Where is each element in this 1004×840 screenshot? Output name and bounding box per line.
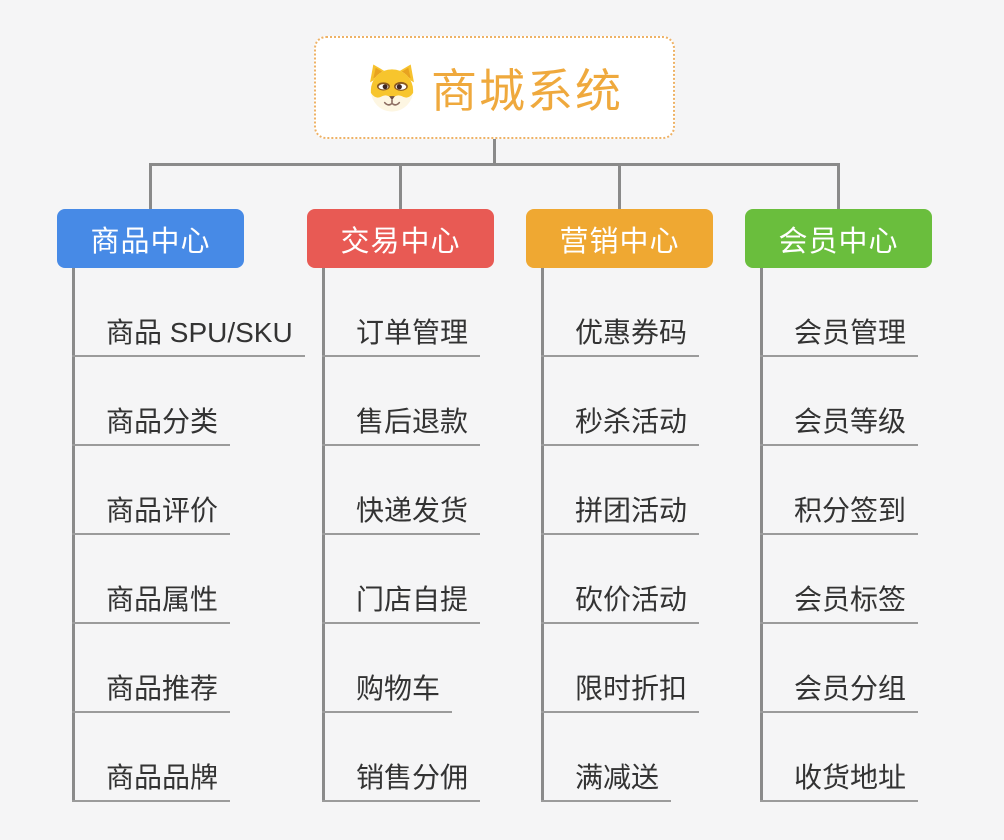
- tree-item[interactable]: 限时折扣: [541, 668, 700, 713]
- connector-drop-trade: [399, 163, 402, 210]
- connector-root-stub: [493, 139, 496, 166]
- tree-item[interactable]: 商品评价: [72, 490, 231, 535]
- tree-item[interactable]: 商品 SPU/SKU: [72, 312, 305, 357]
- tree-item[interactable]: 商品分类: [72, 401, 231, 446]
- tree-item[interactable]: 售后退款: [322, 401, 481, 446]
- tree-item[interactable]: 拼团活动: [541, 490, 700, 535]
- branch-box-trade-center[interactable]: 交易中心: [307, 209, 494, 268]
- root-title: 商城系统: [431, 64, 623, 117]
- tree-item[interactable]: 会员管理: [760, 312, 919, 357]
- dog-mascot-icon: [370, 63, 414, 112]
- branch-trunk: [760, 268, 763, 802]
- tree-item[interactable]: 订单管理: [322, 312, 481, 357]
- branch-member-center: 会员中心 会员管理 会员等级 积分签到 会员标签 会员分组 收货地址: [745, 0, 932, 840]
- tree-item[interactable]: 会员分组: [760, 668, 919, 713]
- tree-item[interactable]: 会员标签: [760, 579, 919, 624]
- tree-item[interactable]: 销售分佣: [322, 757, 481, 802]
- tree-item[interactable]: 优惠券码: [541, 312, 700, 357]
- connector-horizontal: [150, 163, 840, 166]
- branch-box-marketing-center[interactable]: 营销中心: [526, 209, 713, 268]
- branch-trade-center: 交易中心 订单管理 售后退款 快递发货 门店自提 购物车 销售分佣: [307, 0, 494, 840]
- branch-marketing-center: 营销中心 优惠券码 秒杀活动 拼团活动 砍价活动 限时折扣 满减送: [526, 0, 713, 840]
- branch-box-member-center[interactable]: 会员中心: [745, 209, 932, 268]
- branch-trunk: [322, 268, 325, 802]
- branch-box-product-center[interactable]: 商品中心: [57, 209, 244, 268]
- tree-item[interactable]: 商品品牌: [72, 757, 231, 802]
- tree-item[interactable]: 购物车: [322, 668, 453, 713]
- branch-trunk: [541, 268, 544, 802]
- branch-product-center: 商品中心 商品 SPU/SKU 商品分类 商品评价 商品属性 商品推荐 商品品牌: [57, 0, 305, 840]
- tree-item[interactable]: 砍价活动: [541, 579, 700, 624]
- connector-drop-product: [149, 163, 152, 210]
- tree-item[interactable]: 积分签到: [760, 490, 919, 535]
- connector-drop-member: [837, 163, 840, 210]
- tree-item[interactable]: 商品属性: [72, 579, 231, 624]
- tree-item[interactable]: 快递发货: [322, 490, 481, 535]
- branch-items: 订单管理 售后退款 快递发货 门店自提 购物车 销售分佣: [322, 312, 481, 802]
- tree-item[interactable]: 满减送: [541, 757, 672, 802]
- connector-drop-marketing: [618, 163, 621, 210]
- tree-item[interactable]: 商品推荐: [72, 668, 231, 713]
- tree-item[interactable]: 收货地址: [760, 757, 919, 802]
- branch-items: 会员管理 会员等级 积分签到 会员标签 会员分组 收货地址: [760, 312, 919, 802]
- tree-item[interactable]: 秒杀活动: [541, 401, 700, 446]
- tree-item[interactable]: 会员等级: [760, 401, 919, 446]
- branch-items: 商品 SPU/SKU 商品分类 商品评价 商品属性 商品推荐 商品品牌: [72, 312, 305, 802]
- branch-items: 优惠券码 秒杀活动 拼团活动 砍价活动 限时折扣 满减送: [541, 312, 700, 802]
- tree-item[interactable]: 门店自提: [322, 579, 481, 624]
- root-node[interactable]: 商城系统: [314, 36, 675, 139]
- branch-trunk: [72, 268, 75, 802]
